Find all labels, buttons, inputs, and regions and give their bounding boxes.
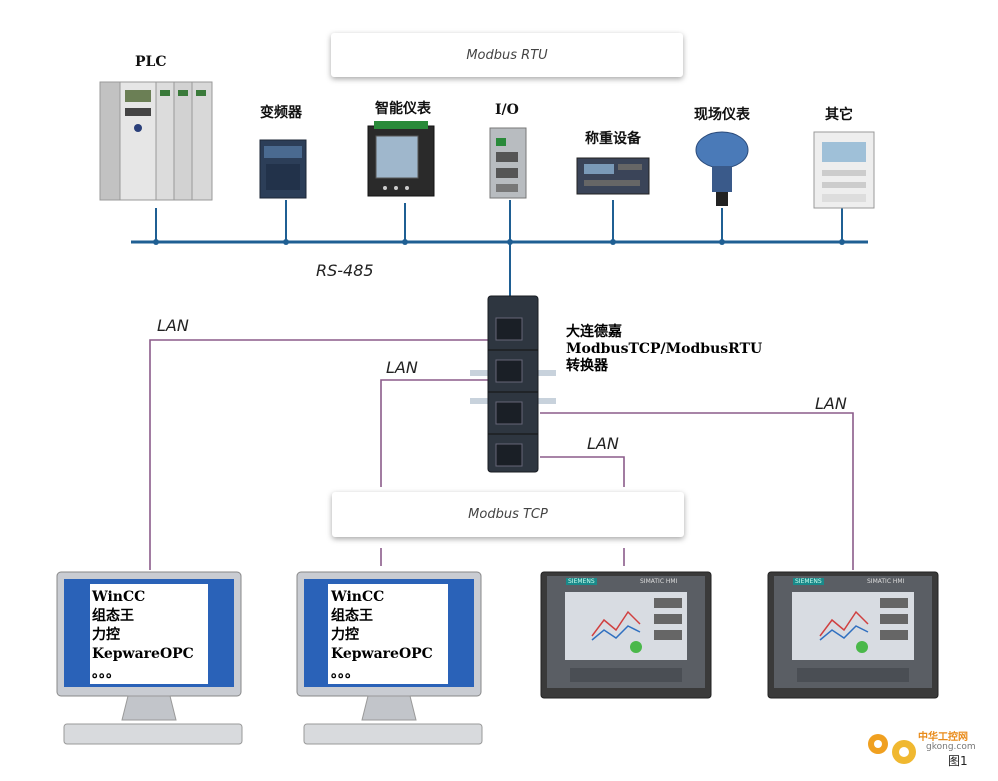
device-label-io: I/O [495, 102, 519, 118]
converter-device-image [470, 295, 556, 473]
pc-1-image [56, 571, 243, 745]
io-device-image [489, 127, 527, 199]
lan-label-2: LAN [386, 358, 418, 377]
inverter-device-image [259, 139, 307, 199]
pc-1-line-2: 组态王 [92, 608, 134, 624]
pc-1-line-3: 力控 [92, 627, 120, 643]
plc-device-image [99, 81, 213, 201]
pc-1-line-1: WinCC [92, 589, 146, 605]
modbus-rtu-label: Modbus RTU [466, 47, 548, 63]
lan-label-3: LAN [815, 394, 847, 413]
rs485-bus [131, 200, 868, 298]
lan-label-4: LAN [587, 434, 619, 453]
hmi-2-image [767, 571, 939, 699]
field-instrument-device-image [695, 131, 749, 206]
smart-meter-device-image [367, 121, 435, 197]
converter-label: 大连德嘉 ModbusTCP/ModbusRTU 转换器 [566, 324, 762, 375]
pc-2-line-4: KepwareOPC [331, 646, 433, 662]
modbus-tcp-box: Modbus TCP [332, 492, 684, 537]
converter-label-line-1: 大连德嘉 [566, 324, 622, 340]
converter-label-line-3: 转换器 [566, 358, 608, 374]
device-label-inverter: 变频器 [260, 105, 302, 121]
watermark-gear-icon [868, 734, 916, 764]
watermark-name: 中华工控网 [918, 732, 968, 743]
pc-2-line-5: 。。。 [331, 665, 359, 681]
weighing-device-image [576, 157, 650, 195]
pc-2-line-3: 力控 [331, 627, 359, 643]
lan-label-1: LAN [157, 316, 189, 335]
pc-2-image [296, 571, 483, 745]
device-label-field-instrument: 现场仪表 [694, 107, 750, 123]
modbus-tcp-label: Modbus TCP [468, 507, 548, 522]
device-label-smart-meter: 智能仪表 [375, 101, 431, 117]
pc-2-screen-text: WinCC 组态王 力控 KepwareOPC 。。。 [331, 588, 433, 683]
device-label-weighing: 称重设备 [585, 131, 641, 147]
pc-1-line-5: 。。。 [92, 665, 120, 681]
hmi-1-image [540, 571, 712, 699]
pc-2-line-2: 组态王 [331, 608, 373, 624]
hmi-1-brand: SIEMENS [566, 578, 597, 585]
hmi-2-model: SIMATIC HMI [867, 578, 905, 585]
hmi-1-model: SIMATIC HMI [640, 578, 678, 585]
pc-2-line-1: WinCC [331, 589, 385, 605]
lan-links [149, 339, 854, 570]
device-label-other: 其它 [825, 107, 853, 123]
figure-caption: 图1 [948, 754, 968, 768]
hmi-2-brand: SIEMENS [793, 578, 824, 585]
device-label-plc: PLC [135, 54, 167, 70]
pc-1-screen-text: WinCC 组态王 力控 KepwareOPC 。。。 [92, 588, 194, 683]
watermark-url: gkong.com [926, 742, 976, 752]
rs485-label: RS-485 [316, 261, 374, 280]
pc-1-line-4: KepwareOPC [92, 646, 194, 662]
modbus-rtu-box: Modbus RTU [331, 33, 683, 77]
other-device-image [813, 131, 875, 209]
converter-label-line-2: ModbusTCP/ModbusRTU [566, 341, 763, 357]
